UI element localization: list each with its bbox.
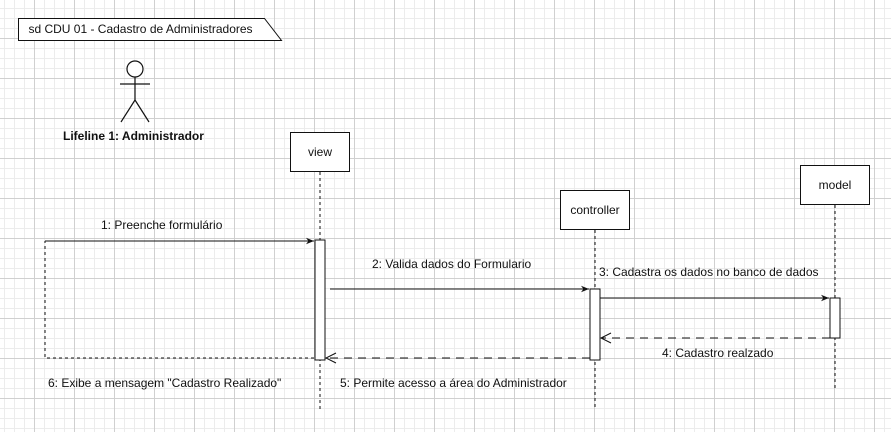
- controller-lifeline-head[interactable]: controller: [560, 190, 630, 230]
- message-6-label: 6: Exibe a mensagem "Cadastro Realizado": [48, 376, 282, 390]
- message-1-label: 1: Preenche formulário: [101, 218, 223, 232]
- message-3-label: 3: Cadastra os dados no banco de dados: [599, 265, 819, 279]
- model-activation: [829, 297, 841, 339]
- model-label: model: [818, 178, 852, 192]
- controller-label: controller: [570, 203, 620, 217]
- actor-label: Lifeline 1: Administrador: [63, 129, 204, 143]
- view-lifeline-head[interactable]: view: [290, 132, 350, 172]
- actor-icon: [120, 60, 150, 123]
- controller-activation: [589, 288, 601, 361]
- frame-title-box: [18, 18, 283, 41]
- message-4-label: 4: Cadastro realzado: [662, 346, 774, 360]
- view-activation: [314, 239, 326, 361]
- model-lifeline-head[interactable]: model: [800, 165, 870, 205]
- view-label: view: [307, 145, 332, 159]
- message-5-label: 5: Permite acesso a área do Administrado…: [340, 376, 567, 390]
- frame-title: sd CDU 01 - Cadastro de Administradores: [28, 22, 253, 36]
- message-6-arrow: [44, 241, 314, 359]
- message-2-label: 2: Valida dados do Formulario: [372, 257, 532, 271]
